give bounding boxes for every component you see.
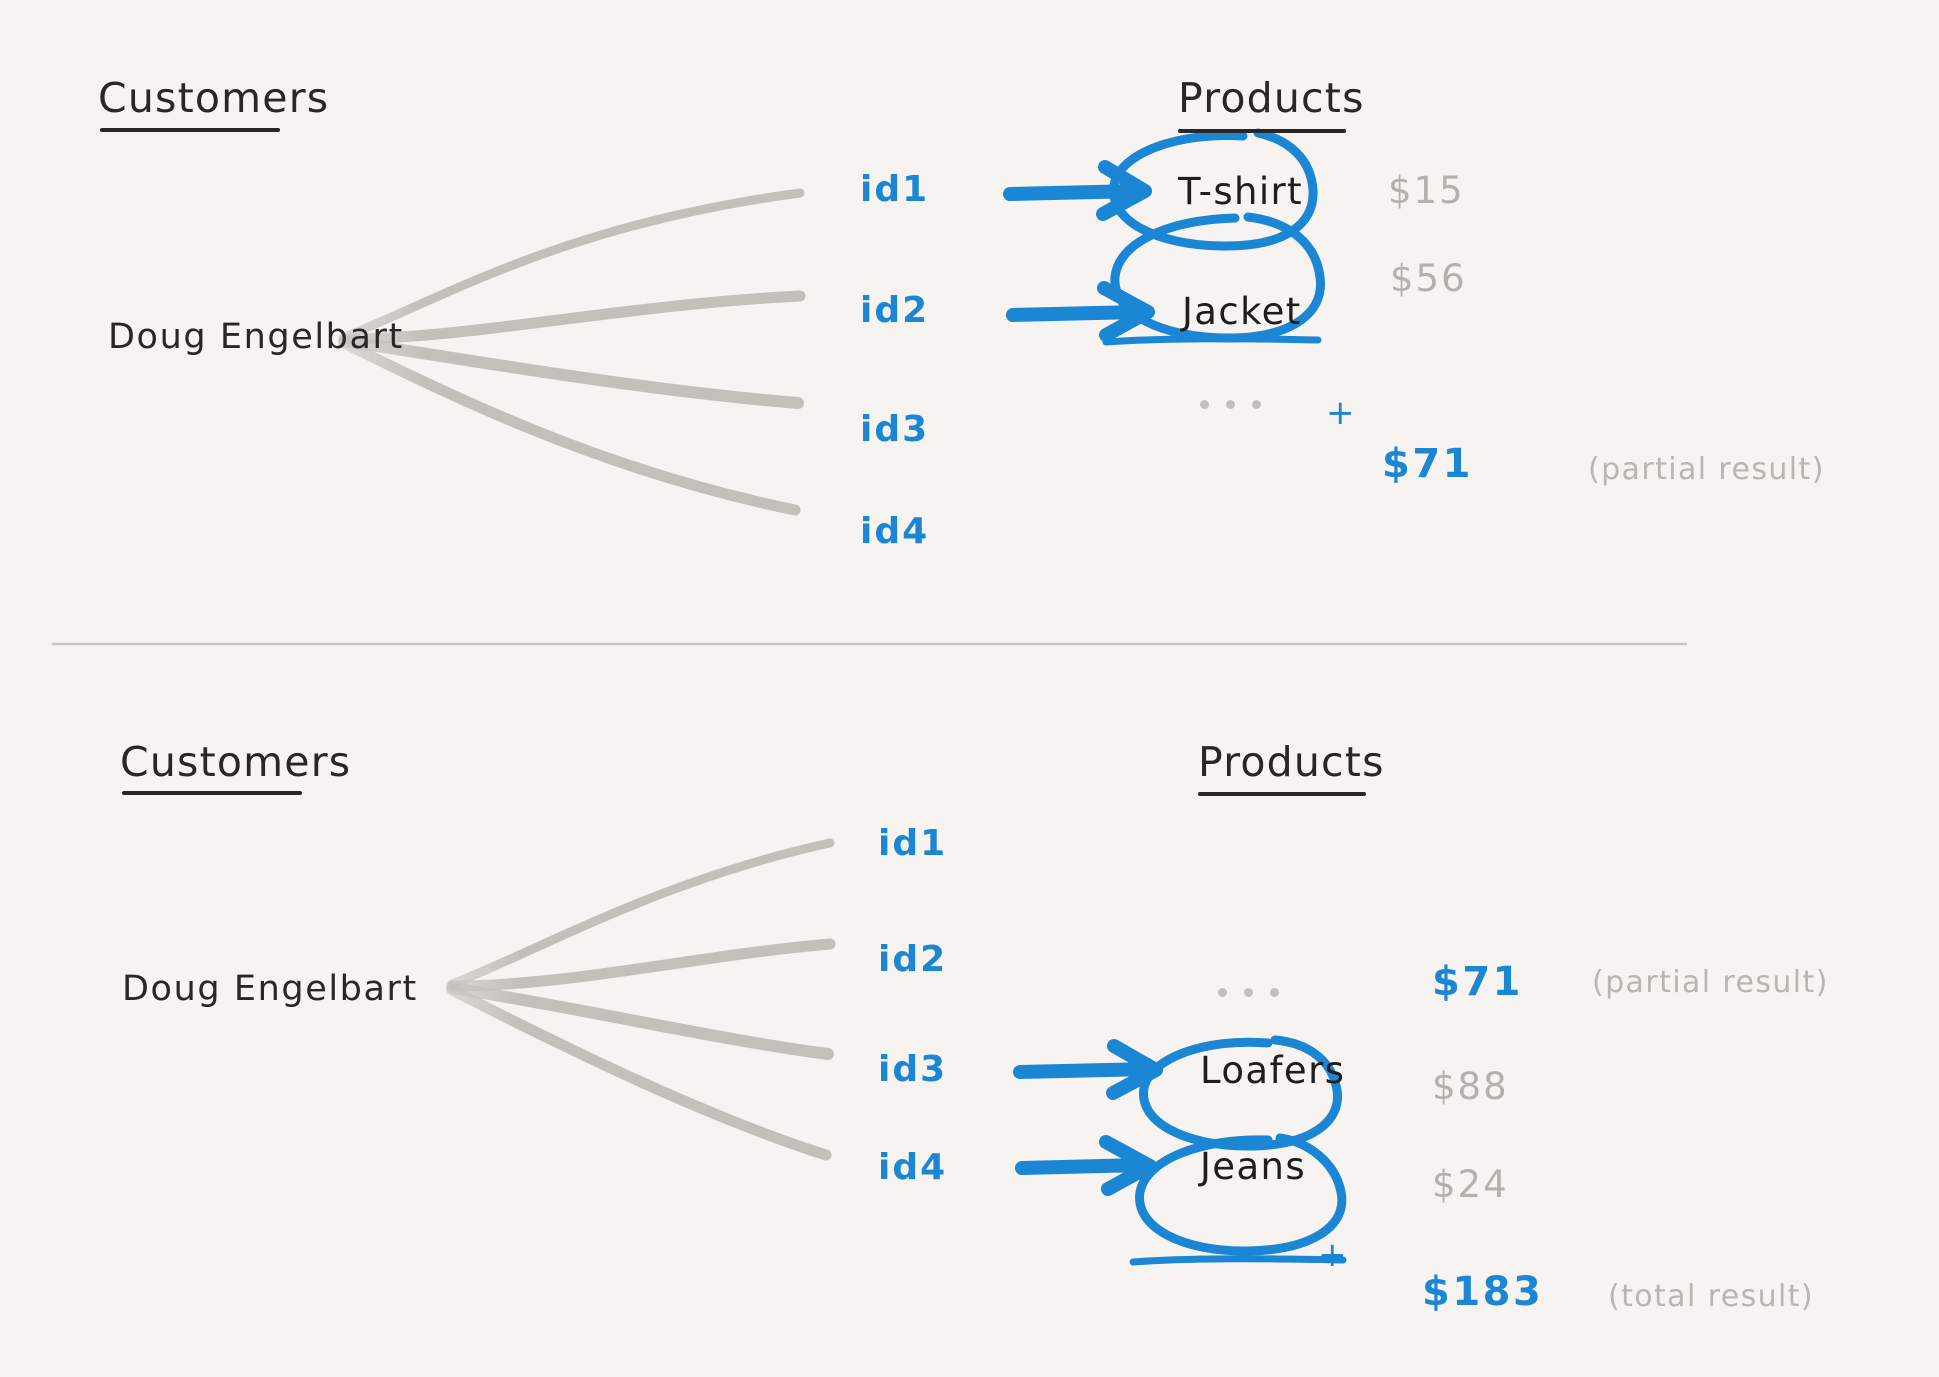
ellipsis-top [1200,400,1261,409]
sum-rule-bottom [1129,1255,1347,1266]
customers-heading-underline-top [100,128,280,132]
products-heading-bottom: Products [1198,738,1385,786]
customer-name-bottom: Doug Engelbart [122,969,418,1009]
price-loafers: $88 [1432,1065,1509,1108]
id-label-bottom-id2[interactable]: id2 [878,939,948,980]
product-name-jeans[interactable]: Jeans [1200,1145,1307,1188]
arrow-right-icon-bottom-2 [1015,1135,1157,1196]
products-heading-underline-top [1178,129,1346,133]
customers-heading-underline-bottom [122,791,302,795]
customer-name-top: Doug Engelbart [108,317,404,357]
product-name-loafers[interactable]: Loafers [1200,1049,1346,1092]
products-heading-underline-bottom [1198,792,1366,796]
id-label-top-id3[interactable]: id3 [860,409,930,450]
customers-heading-top: Customers [98,74,330,122]
price-tshirt: $15 [1388,169,1465,212]
product-name-tshirt[interactable]: T-shirt [1178,170,1304,213]
sum-value-bottom: $183 [1422,1269,1544,1315]
carried-value-bottom: $71 [1432,959,1523,1005]
arrow-right-icon-top-1 [1003,160,1152,221]
product-name-jacket[interactable]: Jacket [1182,290,1302,333]
sum-note-bottom: (total result) [1608,1279,1815,1314]
price-jacket: $56 [1390,257,1467,300]
id-label-bottom-id3[interactable]: id3 [878,1049,948,1090]
branch-lines-bottom [446,838,836,1161]
plus-sign-top: + [1326,393,1355,433]
carried-note-bottom: (partial result) [1592,965,1829,1000]
branch-lines-top [338,188,806,516]
sum-note-top: (partial result) [1588,452,1825,487]
arrow-right-icon-bottom-1 [1013,1039,1163,1100]
plus-sign-bottom: + [1318,1235,1347,1275]
products-heading-top: Products [1178,74,1365,122]
sum-value-top: $71 [1382,441,1473,487]
sum-rule-top [1102,335,1322,346]
id-label-top-id4[interactable]: id4 [860,511,930,552]
id-label-top-id2[interactable]: id2 [860,290,930,331]
ellipsis-bottom [1218,988,1279,997]
id-label-bottom-id4[interactable]: id4 [878,1147,948,1188]
price-jeans: $24 [1432,1163,1509,1206]
arrow-right-icon-top-2 [1006,281,1155,342]
id-label-top-id1[interactable]: id1 [860,169,930,210]
id-label-bottom-id1[interactable]: id1 [878,823,948,864]
customers-heading-bottom: Customers [120,738,352,786]
